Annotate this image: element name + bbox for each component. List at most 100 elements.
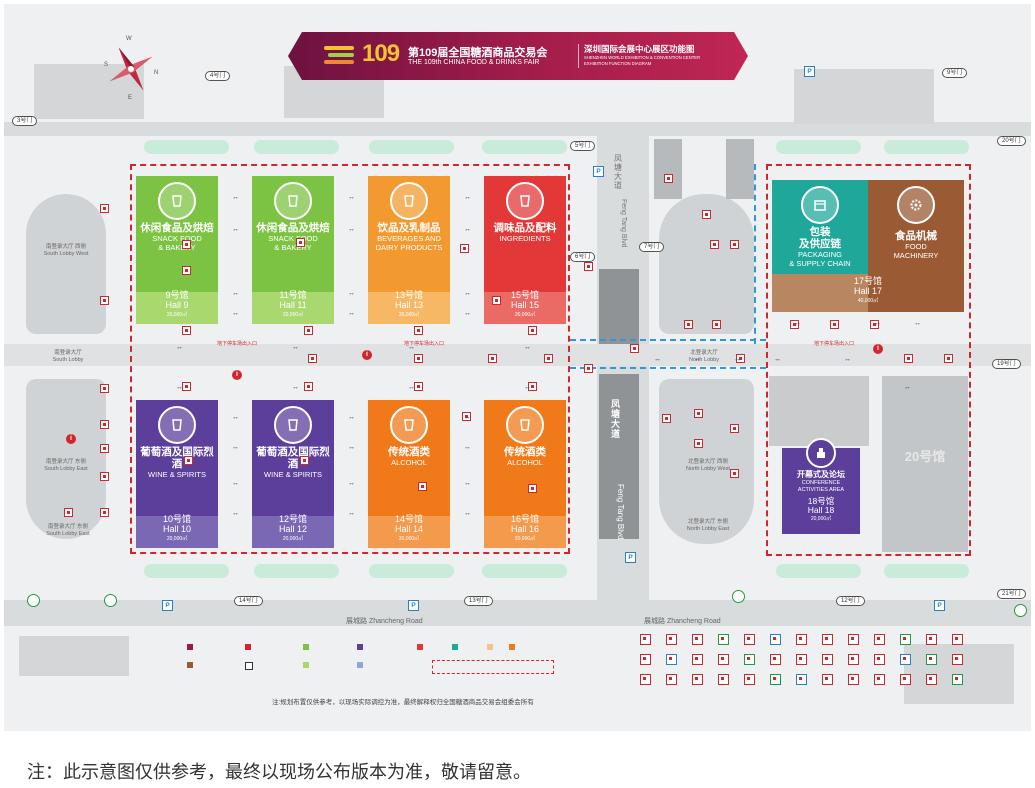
facility-sign-icon [904,354,913,363]
direction-arrow-icon: ↔ [348,194,355,201]
lawn [776,140,861,154]
hall-number-en: Hall 14 [394,524,423,534]
gate-12[interactable]: 12号门 [836,596,865,606]
hall-number-en: Hall 11 [279,300,307,310]
hall-area: 20,000㎡ [166,312,188,318]
direction-arrow-icon: ↔ [464,194,471,201]
legend-icon [718,654,729,665]
direction-arrow-icon: ↔ [348,510,355,517]
parking-icon: P [804,66,815,77]
direction-arrow-icon: ↔ [348,414,355,421]
legend-icon [796,674,807,685]
legend-icon [770,634,781,645]
facility-sign-icon [584,262,593,271]
hall-number-cn: 12号馆 [278,514,307,524]
south-lobby-cn: 南登录大厅 [54,350,82,356]
hall-category-en1: ALCOHOL [391,458,427,467]
gate-21[interactable]: 21号门 [997,589,1026,599]
gate-7[interactable]: 7号门 [639,242,665,252]
facility-sign-icon [100,472,109,481]
gate-5[interactable]: 5号门 [570,141,596,151]
gate-3[interactable]: 3号门 [12,116,38,126]
direction-arrow-icon: ↔ [464,310,471,317]
direction-arrow-icon: ↔ [292,384,299,391]
zhancheng-en: Zhancheng Road [368,618,423,625]
hall-18[interactable]: 开幕式及论坛 CONFERENCE ACTIVITIES AREA 18号馆 H… [782,438,860,534]
facility-sign-icon [730,240,739,249]
direction-arrow-icon: ↔ [774,356,781,363]
parking-icon: P [408,600,419,611]
north-lobby-east-building [659,379,754,544]
legend-icon [770,674,781,685]
hall-band [368,292,450,324]
facility-sign-icon [414,326,423,335]
legend-icon [926,634,937,645]
parking-entrance-label: 地下停车场出入口 [217,341,258,347]
hall-17-right-en2: MACHINERY [893,251,939,260]
direction-arrow-icon: ↔ [464,226,471,233]
hall-17[interactable]: 包装 及供应链 PACKAGING & SUPPLY CHAIN 食品机械 FO… [772,180,964,312]
hall-category-cn: 休闲食品及烘焙 [256,222,330,234]
facility-sign-icon [418,482,427,491]
direction-arrow-icon: ↔ [464,480,471,487]
lawn [369,564,454,578]
facility-sign-icon [64,508,73,517]
legend-icon [874,634,885,645]
hall-number-en: Hall 9 [165,300,189,310]
title-banner: 109 第109届全国糖酒商品交易会 THE 109th CHINA FOOD … [288,32,748,80]
hall-17-number-cn: 17号馆 [853,276,882,286]
gate-20[interactable]: 20号门 [997,136,1026,146]
zhancheng-cn: 展城路 [346,618,367,625]
gate-9[interactable]: 9号门 [942,68,968,78]
legend-icon [822,674,833,685]
gate-4[interactable]: 4号门 [205,71,231,81]
hall-17-right-en1: FOOD [905,242,927,251]
legend-icon [666,654,677,665]
direction-arrow-icon: ↔ [694,356,701,363]
lawn [254,140,339,154]
hall-band [136,516,218,548]
facility-sign-icon [730,469,739,478]
legend-icon [640,654,651,665]
gate-14[interactable]: 14号门 [234,596,263,606]
gate-13[interactable]: 13号门 [464,596,493,606]
facility-sign-icon [684,320,693,329]
hall-17-packaging-zone: 包装 及供应链 PACKAGING & SUPPLY CHAIN [772,180,868,274]
facility-sign-icon [296,238,305,247]
facility-sign-icon [460,244,469,253]
gate-19[interactable]: 19号门 [992,359,1021,369]
hall-number-en: Hall 16 [510,524,539,534]
legend-icon [640,674,651,685]
direction-arrow-icon: ↔ [348,226,355,233]
legend-icon [926,674,937,685]
direction-arrow-icon: ↔ [348,310,355,317]
direction-arrow-icon: ↔ [904,384,911,391]
banner-subtitle-cn: 深圳国际会展中心展区功能图 [584,44,695,54]
south-lobby-east-en: South Lobby East [44,466,88,472]
compass-n: N [154,70,159,76]
facility-sign-icon [710,240,719,249]
exit-icon [104,594,117,607]
facility-sign-icon [100,420,109,429]
north-lobby-east-en: North Lobby East [686,526,730,532]
zhancheng-east-en: Zhancheng Road [666,618,721,625]
compass-e: E [128,95,133,101]
hall-band [484,516,566,548]
hall-category-en1: SNACK FOOD [152,234,202,243]
gate-6[interactable]: 6号门 [570,252,596,262]
direction-arrow-icon: ↔ [874,320,881,327]
legend-swatch [452,644,458,650]
facility-sign-icon [184,456,193,465]
